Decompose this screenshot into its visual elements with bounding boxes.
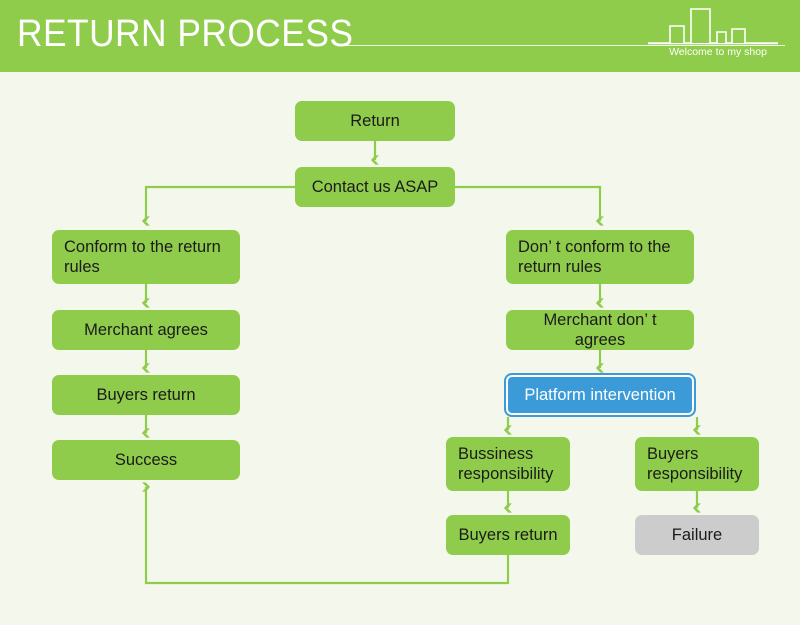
page-title: RETURN PROCESS bbox=[17, 13, 354, 55]
node-failure[interactable]: Failure bbox=[635, 515, 759, 555]
node-buyers-responsibility[interactable]: Buyers responsibility bbox=[635, 437, 759, 491]
node-contact-us-asap-label: Contact us ASAP bbox=[311, 178, 439, 196]
page-header: RETURN PROCESS Welcome to my shop bbox=[0, 0, 800, 72]
node-not-conform-to-return-rules-label: Don’ t conform to the return rules bbox=[518, 238, 671, 276]
node-merchant-disagrees[interactable]: Merchant don’ t agrees bbox=[506, 310, 694, 350]
node-success[interactable]: Success bbox=[52, 440, 240, 480]
node-platform-intervention[interactable]: Platform intervention bbox=[504, 373, 696, 417]
node-buyers-return-left-label: Buyers return bbox=[96, 386, 196, 404]
node-not-conform-to-return-rules[interactable]: Don’ t conform to the return rules bbox=[506, 230, 694, 284]
node-business-responsibility[interactable]: Bussiness responsibility bbox=[446, 437, 570, 491]
city-skyline-icon bbox=[648, 8, 778, 45]
node-buyers-return-left[interactable]: Buyers return bbox=[52, 375, 240, 415]
node-success-label: Success bbox=[114, 451, 178, 469]
node-buyers-return-right-label: Buyers return bbox=[458, 526, 558, 544]
node-platform-intervention-label: Platform intervention bbox=[524, 386, 676, 404]
node-business-responsibility-label: Bussiness responsibility bbox=[458, 445, 554, 483]
node-return-label: Return bbox=[350, 112, 400, 130]
header-divider-line bbox=[340, 45, 785, 46]
node-conform-to-return-rules-label: Conform to the return rules bbox=[64, 238, 221, 276]
node-merchant-disagrees-label: Merchant don’ t agrees bbox=[543, 311, 657, 349]
node-conform-to-return-rules[interactable]: Conform to the return rules bbox=[52, 230, 240, 284]
node-failure-label: Failure bbox=[671, 526, 723, 544]
edge-contact-branch-left bbox=[141, 185, 295, 226]
node-contact-us-asap[interactable]: Contact us ASAP bbox=[295, 167, 455, 207]
node-merchant-agrees[interactable]: Merchant agrees bbox=[52, 310, 240, 350]
node-buyers-return-right[interactable]: Buyers return bbox=[446, 515, 570, 555]
node-buyers-responsibility-label: Buyers responsibility bbox=[647, 445, 743, 483]
flowchart-canvas: Return Contact us ASAP Conform to the re… bbox=[0, 72, 800, 625]
node-return[interactable]: Return bbox=[295, 101, 455, 141]
header-tagline: Welcome to my shop bbox=[669, 46, 767, 58]
node-merchant-agrees-label: Merchant agrees bbox=[84, 321, 208, 339]
edge-contact-branch-right bbox=[455, 185, 604, 226]
